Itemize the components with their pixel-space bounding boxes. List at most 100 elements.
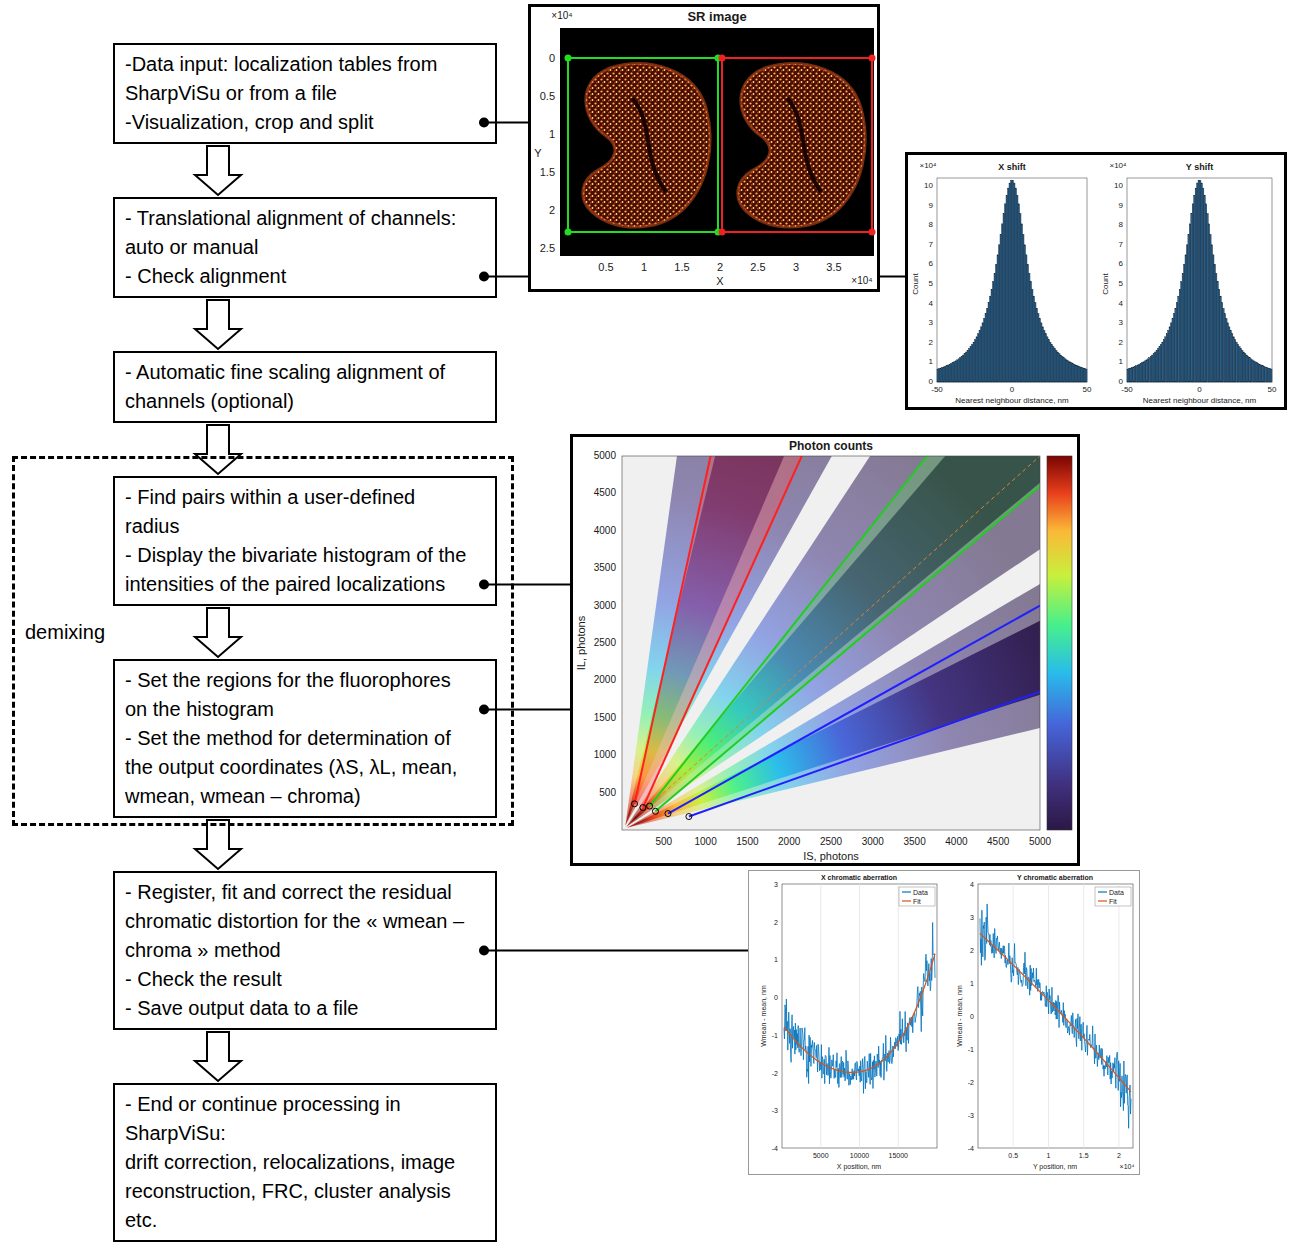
region-boundary bbox=[689, 692, 1040, 817]
histogram-bar bbox=[955, 361, 957, 382]
data-curve bbox=[784, 922, 935, 1093]
chromatic-aberration-panel-part bbox=[749, 871, 1140, 1175]
histogram-bar bbox=[1083, 368, 1085, 382]
axis-tick: 1500 bbox=[736, 837, 758, 847]
histogram-bar bbox=[1071, 363, 1073, 382]
axis-tick: 50 bbox=[1083, 386, 1092, 394]
histogram-bar bbox=[1152, 355, 1153, 382]
histogram-bar bbox=[1144, 361, 1145, 382]
sr-image-panel-part bbox=[787, 98, 821, 192]
histogram-bar bbox=[1153, 354, 1154, 382]
histogram-bar bbox=[1179, 289, 1180, 382]
histogram-bar bbox=[1201, 183, 1202, 382]
chromatic-aberration-panel-part bbox=[821, 884, 1119, 1148]
process-box: - End or continue processing in SharpViS… bbox=[113, 1083, 497, 1242]
histogram-bar bbox=[1240, 349, 1241, 382]
histogram-bar bbox=[985, 314, 987, 382]
axis-tick: 1000 bbox=[594, 750, 616, 760]
axis-tick: 1.5 bbox=[1079, 1152, 1089, 1159]
group-frame: demixing- Find pairs within a user-defin… bbox=[12, 456, 514, 827]
axis-tick: 5000 bbox=[1029, 837, 1051, 847]
histogram-bar bbox=[963, 355, 965, 382]
histogram-bar bbox=[1202, 188, 1203, 382]
chromatic-aberration-panel-part bbox=[978, 884, 1133, 1148]
histogram-bar bbox=[1184, 264, 1185, 382]
axis-tick: 2 bbox=[717, 262, 723, 273]
histogram-bar bbox=[1075, 365, 1077, 382]
region-boundary bbox=[655, 486, 1040, 811]
axis-tick: 10 bbox=[1114, 182, 1123, 190]
histogram-bar bbox=[1247, 356, 1248, 382]
axis-tick: 3500 bbox=[903, 837, 925, 847]
histogram-bar bbox=[1074, 364, 1076, 382]
histogram-bar bbox=[1062, 356, 1064, 382]
axis-tick: 2 bbox=[549, 205, 555, 216]
histogram-bar bbox=[1130, 368, 1131, 382]
chromatic-aberration-panel-part bbox=[1095, 887, 1131, 906]
process-box: -Data input: localization tables from Sh… bbox=[113, 43, 497, 144]
histogram-bar bbox=[1239, 347, 1240, 382]
histogram-bar bbox=[943, 367, 945, 382]
legend-text: Data bbox=[1109, 889, 1124, 896]
process-box: - Register, fit and correct the residual… bbox=[113, 871, 497, 1030]
shift-histogram-panel-part bbox=[907, 154, 1286, 409]
axis-label: Count bbox=[912, 273, 920, 294]
histogram-bar bbox=[1250, 359, 1251, 382]
histogram-bar bbox=[978, 334, 980, 382]
histogram-bar bbox=[1205, 204, 1206, 382]
step-text: - Set the regions for the fluorophores o… bbox=[125, 666, 469, 724]
sr-image-panel-part bbox=[738, 64, 865, 227]
histogram-bar bbox=[994, 273, 996, 382]
histogram-bar bbox=[1169, 327, 1170, 382]
histogram-bar bbox=[1056, 350, 1058, 382]
region-vertex bbox=[686, 814, 692, 820]
histogram-bar bbox=[1014, 183, 1016, 382]
histogram-bar bbox=[1200, 180, 1201, 382]
axis-label: X position, nm bbox=[837, 1163, 881, 1170]
histogram-bar bbox=[1268, 368, 1269, 382]
region-boundary bbox=[635, 456, 1040, 817]
axis-label: Nearest neighbour distance, nm bbox=[955, 397, 1068, 405]
histogram-bar bbox=[1237, 344, 1238, 382]
axis-tick: 1 bbox=[1047, 1152, 1051, 1159]
histogram-bar bbox=[1259, 364, 1260, 382]
histogram-bar bbox=[1006, 195, 1008, 382]
leader-dot bbox=[479, 946, 489, 956]
flow-arrow bbox=[195, 1032, 241, 1081]
legend-sample bbox=[902, 900, 911, 901]
histogram-bar bbox=[1012, 180, 1014, 382]
histogram-bar bbox=[1191, 214, 1192, 382]
axis-tick: 2000 bbox=[778, 837, 800, 847]
histogram-bar bbox=[1035, 303, 1037, 382]
process-box: - Find pairs within a user-defined radiu… bbox=[113, 476, 497, 606]
axis-tick: 1 bbox=[641, 262, 647, 273]
histogram-bar bbox=[1057, 352, 1059, 382]
histogram-bar bbox=[1140, 364, 1141, 382]
histogram-bar bbox=[1131, 368, 1132, 382]
histogram-bar bbox=[1211, 245, 1212, 382]
data-curve bbox=[980, 904, 1131, 1128]
histogram-bar bbox=[1044, 330, 1046, 382]
histogram-bar bbox=[1195, 188, 1196, 382]
axis-tick: 0 bbox=[1010, 386, 1014, 394]
histogram-bar bbox=[1084, 369, 1086, 382]
histogram-bar bbox=[1210, 234, 1211, 382]
histogram-bar bbox=[1204, 195, 1205, 382]
axis-tick: 1 bbox=[774, 956, 778, 963]
histogram-bar bbox=[1011, 180, 1013, 382]
histogram-bar bbox=[1249, 358, 1250, 382]
aberration-curves bbox=[784, 904, 1131, 1128]
histogram-bar bbox=[1192, 204, 1193, 382]
histogram-bar bbox=[1086, 369, 1088, 382]
histogram-bar bbox=[1060, 355, 1062, 382]
sr-image-panel-part bbox=[565, 55, 572, 62]
axis-tick: 9 bbox=[929, 202, 933, 210]
histogram-bar bbox=[952, 363, 954, 382]
histogram-bar bbox=[1221, 303, 1222, 382]
histogram-bar bbox=[970, 347, 972, 382]
histogram-bar bbox=[1030, 282, 1032, 382]
panel-title: Photon counts bbox=[789, 440, 873, 452]
histogram-bar bbox=[1194, 195, 1195, 382]
axis-tick: 2 bbox=[1119, 339, 1123, 347]
axis-tick: 1 bbox=[970, 980, 974, 987]
